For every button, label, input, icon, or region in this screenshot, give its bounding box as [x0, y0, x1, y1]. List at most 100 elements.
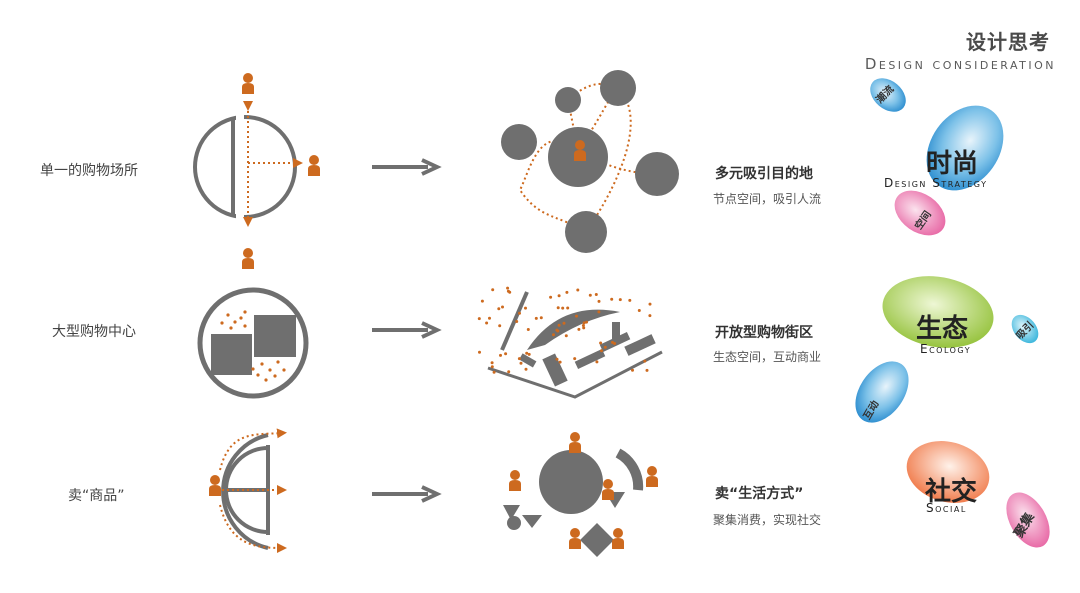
scatter-dot — [524, 306, 527, 310]
scatter-dot — [490, 365, 494, 369]
scatter-dot — [576, 288, 580, 292]
desc-sub-1: 节点空间，吸引人流 — [713, 192, 822, 206]
social-scene-icon — [503, 432, 658, 557]
badge-fashion — [870, 78, 1004, 236]
scatter-dot — [539, 316, 543, 320]
scatter-dot — [597, 310, 601, 314]
scatter-dot — [515, 320, 519, 323]
scatter-dot — [518, 311, 521, 315]
scatter-dot — [556, 306, 560, 310]
badge-ecology — [855, 276, 1039, 423]
scatter-dot — [600, 349, 603, 353]
person-icon — [612, 528, 624, 549]
scatter-dot — [498, 324, 502, 328]
scatter-dot — [566, 306, 570, 310]
scatter-dot — [561, 306, 565, 310]
scatter-dot — [637, 309, 641, 312]
desc-title-1: 多元吸引目的地 — [715, 166, 813, 182]
scatter-dot — [480, 299, 484, 303]
scatter-dot — [564, 334, 568, 338]
scatter-dot — [477, 317, 481, 321]
scatter-dot — [507, 370, 511, 374]
person-icon — [242, 248, 254, 269]
desc-title-2: 开放型购物街区 — [715, 325, 813, 341]
scatter-dot — [577, 327, 581, 331]
transition-arrow-2 — [372, 321, 442, 339]
scatter-dot — [603, 345, 607, 349]
badge-title-ecology: 生态 — [916, 314, 969, 344]
scatter-dot — [573, 357, 577, 361]
scatter-dot — [492, 370, 496, 374]
open-district-icon — [477, 286, 663, 399]
scatter-dot — [557, 323, 561, 327]
scatter-dot — [555, 357, 559, 361]
scatter-dot — [599, 341, 603, 345]
row-label-2: 大型购物中心 — [52, 324, 136, 340]
scatter-dot — [575, 314, 578, 318]
scatter-dot — [506, 289, 510, 293]
person-icon — [646, 466, 658, 487]
scatter-dot — [645, 368, 649, 372]
scatter-dot — [595, 360, 599, 364]
badge-title-social: 社交 — [925, 477, 978, 507]
scatter-dot — [558, 360, 562, 364]
person-icon — [308, 155, 320, 176]
scatter-dot — [497, 307, 501, 311]
person-icon — [602, 479, 614, 500]
person-icon — [242, 73, 254, 94]
badge-social — [906, 441, 1050, 548]
single-store-icon — [193, 73, 320, 269]
person-icon — [569, 528, 581, 549]
scatter-dot — [631, 368, 634, 372]
scatter-dot — [594, 293, 598, 296]
person-icon — [509, 470, 521, 491]
scatter-dot — [628, 298, 632, 302]
scatter-dot — [648, 302, 652, 306]
scatter-dot — [582, 326, 586, 330]
scatter-dot — [610, 297, 614, 301]
scatter-dot — [557, 294, 561, 298]
row-label-3: 卖“商品” — [68, 488, 125, 504]
scatter-dot — [491, 288, 495, 292]
scatter-dot — [524, 367, 528, 371]
node-network-icon — [501, 70, 679, 253]
scatter-dot — [549, 295, 553, 299]
scatter-dot — [585, 320, 588, 324]
scatter-dot — [597, 299, 601, 303]
scatter-dot — [504, 352, 508, 356]
badge-en-ecology: Ecology — [920, 342, 972, 356]
scatter-dot — [485, 321, 489, 325]
transition-arrow-3 — [372, 485, 442, 503]
scatter-dot — [582, 321, 586, 325]
row-label-1: 单一的购物场所 — [40, 163, 138, 179]
scatter-dot — [519, 361, 523, 365]
desc-sub-2: 生态空间，互动商业 — [713, 350, 822, 364]
scatter-dot — [552, 333, 555, 337]
goods-shop-icon — [209, 428, 287, 553]
scatter-dot — [501, 305, 504, 309]
scatter-dot — [588, 293, 592, 297]
badge-title-fashion: 时尚 — [926, 149, 979, 179]
scatter-dot — [527, 352, 531, 356]
page-subtitle: Design consideration — [864, 55, 1056, 73]
scatter-dot — [643, 359, 647, 363]
mall-icon — [197, 287, 309, 399]
desc-sub-3: 聚集消费，实现社交 — [713, 513, 822, 527]
scatter-dot — [555, 328, 559, 332]
scatter-dot — [525, 351, 529, 355]
badge-en-social: Social — [926, 501, 967, 515]
scatter-dot — [648, 314, 652, 318]
scatter-dot — [490, 361, 494, 365]
scatter-dot — [499, 353, 502, 357]
scatter-dot — [565, 290, 569, 294]
person-icon — [569, 432, 581, 453]
scatter-dot — [517, 357, 521, 361]
scatter-dot — [611, 340, 614, 344]
badge-en-fashion: Design Strategy — [884, 176, 988, 190]
scatter-dot — [488, 316, 491, 320]
scatter-dot — [618, 298, 622, 302]
scatter-dot — [562, 321, 566, 325]
page-title: 设计思考 — [966, 30, 1050, 54]
scatter-dot — [581, 324, 585, 327]
